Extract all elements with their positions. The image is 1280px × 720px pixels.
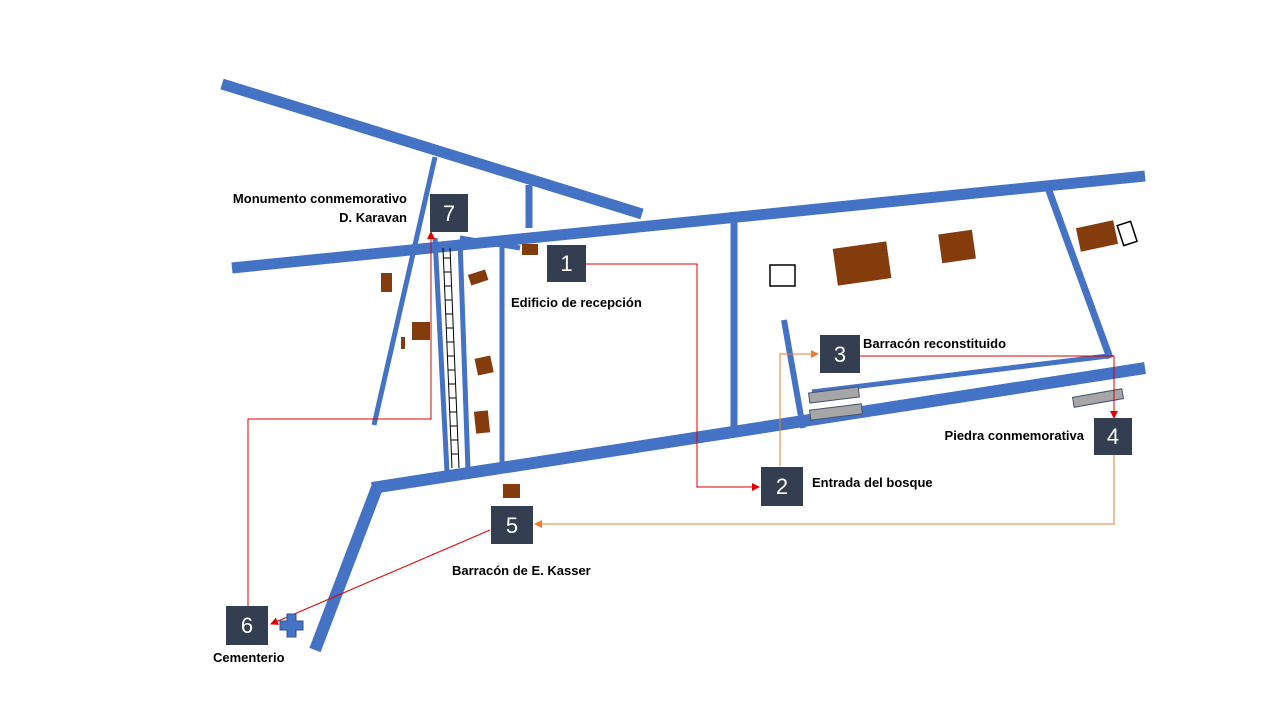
buildings: [381, 220, 1119, 498]
structure: [1116, 220, 1139, 247]
building: [1075, 220, 1119, 252]
route-6-to-7: [247, 231, 435, 606]
stop-label-3: Barracón reconstituido: [863, 336, 1006, 351]
barrack: [1071, 388, 1125, 408]
route-5-to-6: [270, 529, 491, 625]
road-reception-link: [459, 235, 521, 251]
road-northwest-diagonal: [220, 78, 644, 220]
building: [522, 244, 538, 255]
stop-label-4: Piedra conmemorativa: [945, 428, 1085, 443]
road-north-main: [231, 170, 1146, 274]
roads: [220, 78, 1146, 653]
stop-label-5: Barracón de E. Kasser: [452, 563, 591, 578]
stop-label-7-line2: D. Karavan: [339, 210, 407, 225]
stop-number: 2: [776, 474, 788, 499]
stop-label-1: Edificio de recepción: [511, 295, 642, 310]
barracks: [808, 386, 1125, 421]
road-southwest-spur: [309, 482, 384, 653]
stop-marker-4[interactable]: 4: [1094, 418, 1132, 455]
road-inner-east: [811, 353, 1109, 395]
barrack: [808, 386, 860, 404]
stop-marker-7[interactable]: 7: [430, 194, 468, 232]
stop-marker-1[interactable]: 1: [547, 245, 586, 282]
building: [474, 355, 494, 376]
cross-icon: [279, 613, 304, 638]
building: [473, 410, 491, 434]
route-2-to-3: [779, 350, 819, 466]
road-south-main: [371, 362, 1146, 494]
stop-number: 3: [834, 342, 846, 367]
route-3-to-4: [860, 355, 1118, 419]
stop-number: 5: [506, 513, 518, 538]
stop-number: 6: [241, 613, 253, 638]
road-west-diagonal: [371, 156, 438, 426]
building: [503, 484, 520, 498]
barrack: [809, 403, 863, 421]
stop-marker-2[interactable]: 2: [761, 467, 803, 506]
route-4-to-5: [534, 455, 1115, 528]
building: [832, 241, 892, 286]
outlined-structures: [769, 220, 1139, 287]
building: [401, 337, 405, 349]
building: [381, 273, 392, 292]
stop-label-7-line1: Monumento conmemorativo: [233, 191, 407, 206]
road-rail-west-edge: [432, 237, 450, 473]
building: [467, 269, 489, 286]
route: [247, 231, 1118, 625]
stop-label-2: Entrada del bosque: [812, 475, 933, 490]
stop-marker-3[interactable]: 3: [820, 335, 860, 373]
building: [938, 229, 976, 264]
road-barrack-branch: [781, 319, 806, 429]
stop-label-6: Cementerio: [213, 650, 285, 665]
stop-number: 7: [443, 201, 455, 226]
stop-marker-6[interactable]: 6: [226, 606, 268, 645]
building: [412, 322, 430, 340]
stop-number: 1: [560, 251, 572, 276]
railway-track: [442, 247, 460, 469]
stop-number: 4: [1107, 424, 1119, 449]
structure: [769, 264, 796, 287]
route-1-to-2: [586, 263, 760, 491]
road-east-diagonal: [1044, 186, 1114, 360]
road-rail-east-edge: [457, 239, 471, 471]
stop-marker-5[interactable]: 5: [491, 506, 533, 544]
